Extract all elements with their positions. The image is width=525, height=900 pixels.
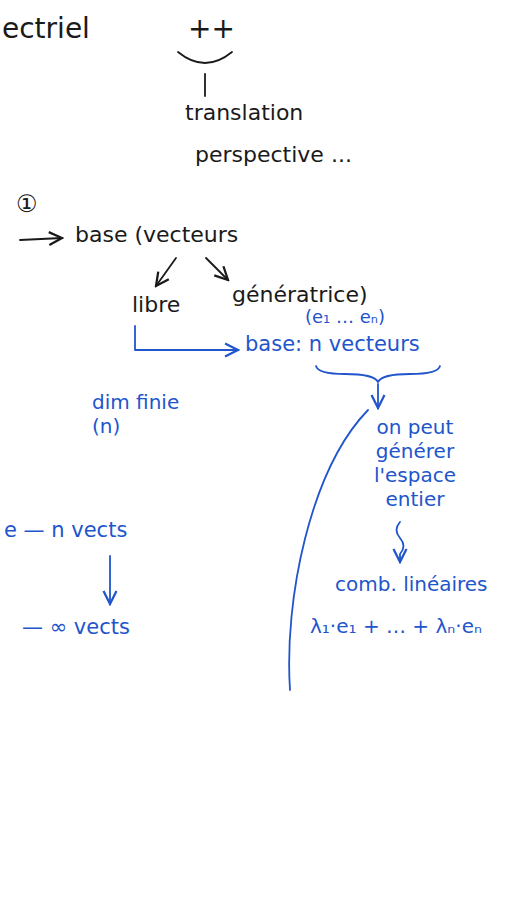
step-number: ① (16, 190, 38, 219)
stem-line (204, 74, 206, 96)
branch-arrow (156, 258, 176, 286)
note-text: — ∞ vects (22, 615, 130, 640)
down-arrow (377, 384, 379, 408)
formula: λ₁·e₁ + … + λₙ·eₙ (310, 614, 482, 638)
note-text: génératrice) (232, 282, 368, 308)
smile-stroke (178, 52, 232, 63)
note-text: translation (185, 100, 303, 126)
note-text: ectriel (2, 12, 90, 46)
note-text: perspective ... (195, 142, 352, 168)
underbrace (316, 366, 440, 382)
note-text: dim finie (n) (92, 390, 202, 438)
note-text: base: n vecteurs (245, 332, 420, 357)
note-text: comb. linéaires (335, 572, 488, 596)
plus-sign: ++ (188, 12, 235, 46)
elbow-arrow (135, 326, 238, 350)
base-arrow (20, 238, 62, 240)
note-text: e — n vects (4, 518, 127, 543)
bracket-curve (289, 410, 368, 690)
note-text: libre (132, 292, 180, 318)
branch-arrow (206, 258, 228, 280)
vector-list: (e₁ … eₙ) (305, 306, 385, 328)
note-text: base (vecteurs (75, 222, 238, 248)
squiggle-arrow (397, 522, 404, 562)
down-arrow (109, 556, 111, 604)
note-text: on peut générer l'espace entier (360, 415, 470, 511)
